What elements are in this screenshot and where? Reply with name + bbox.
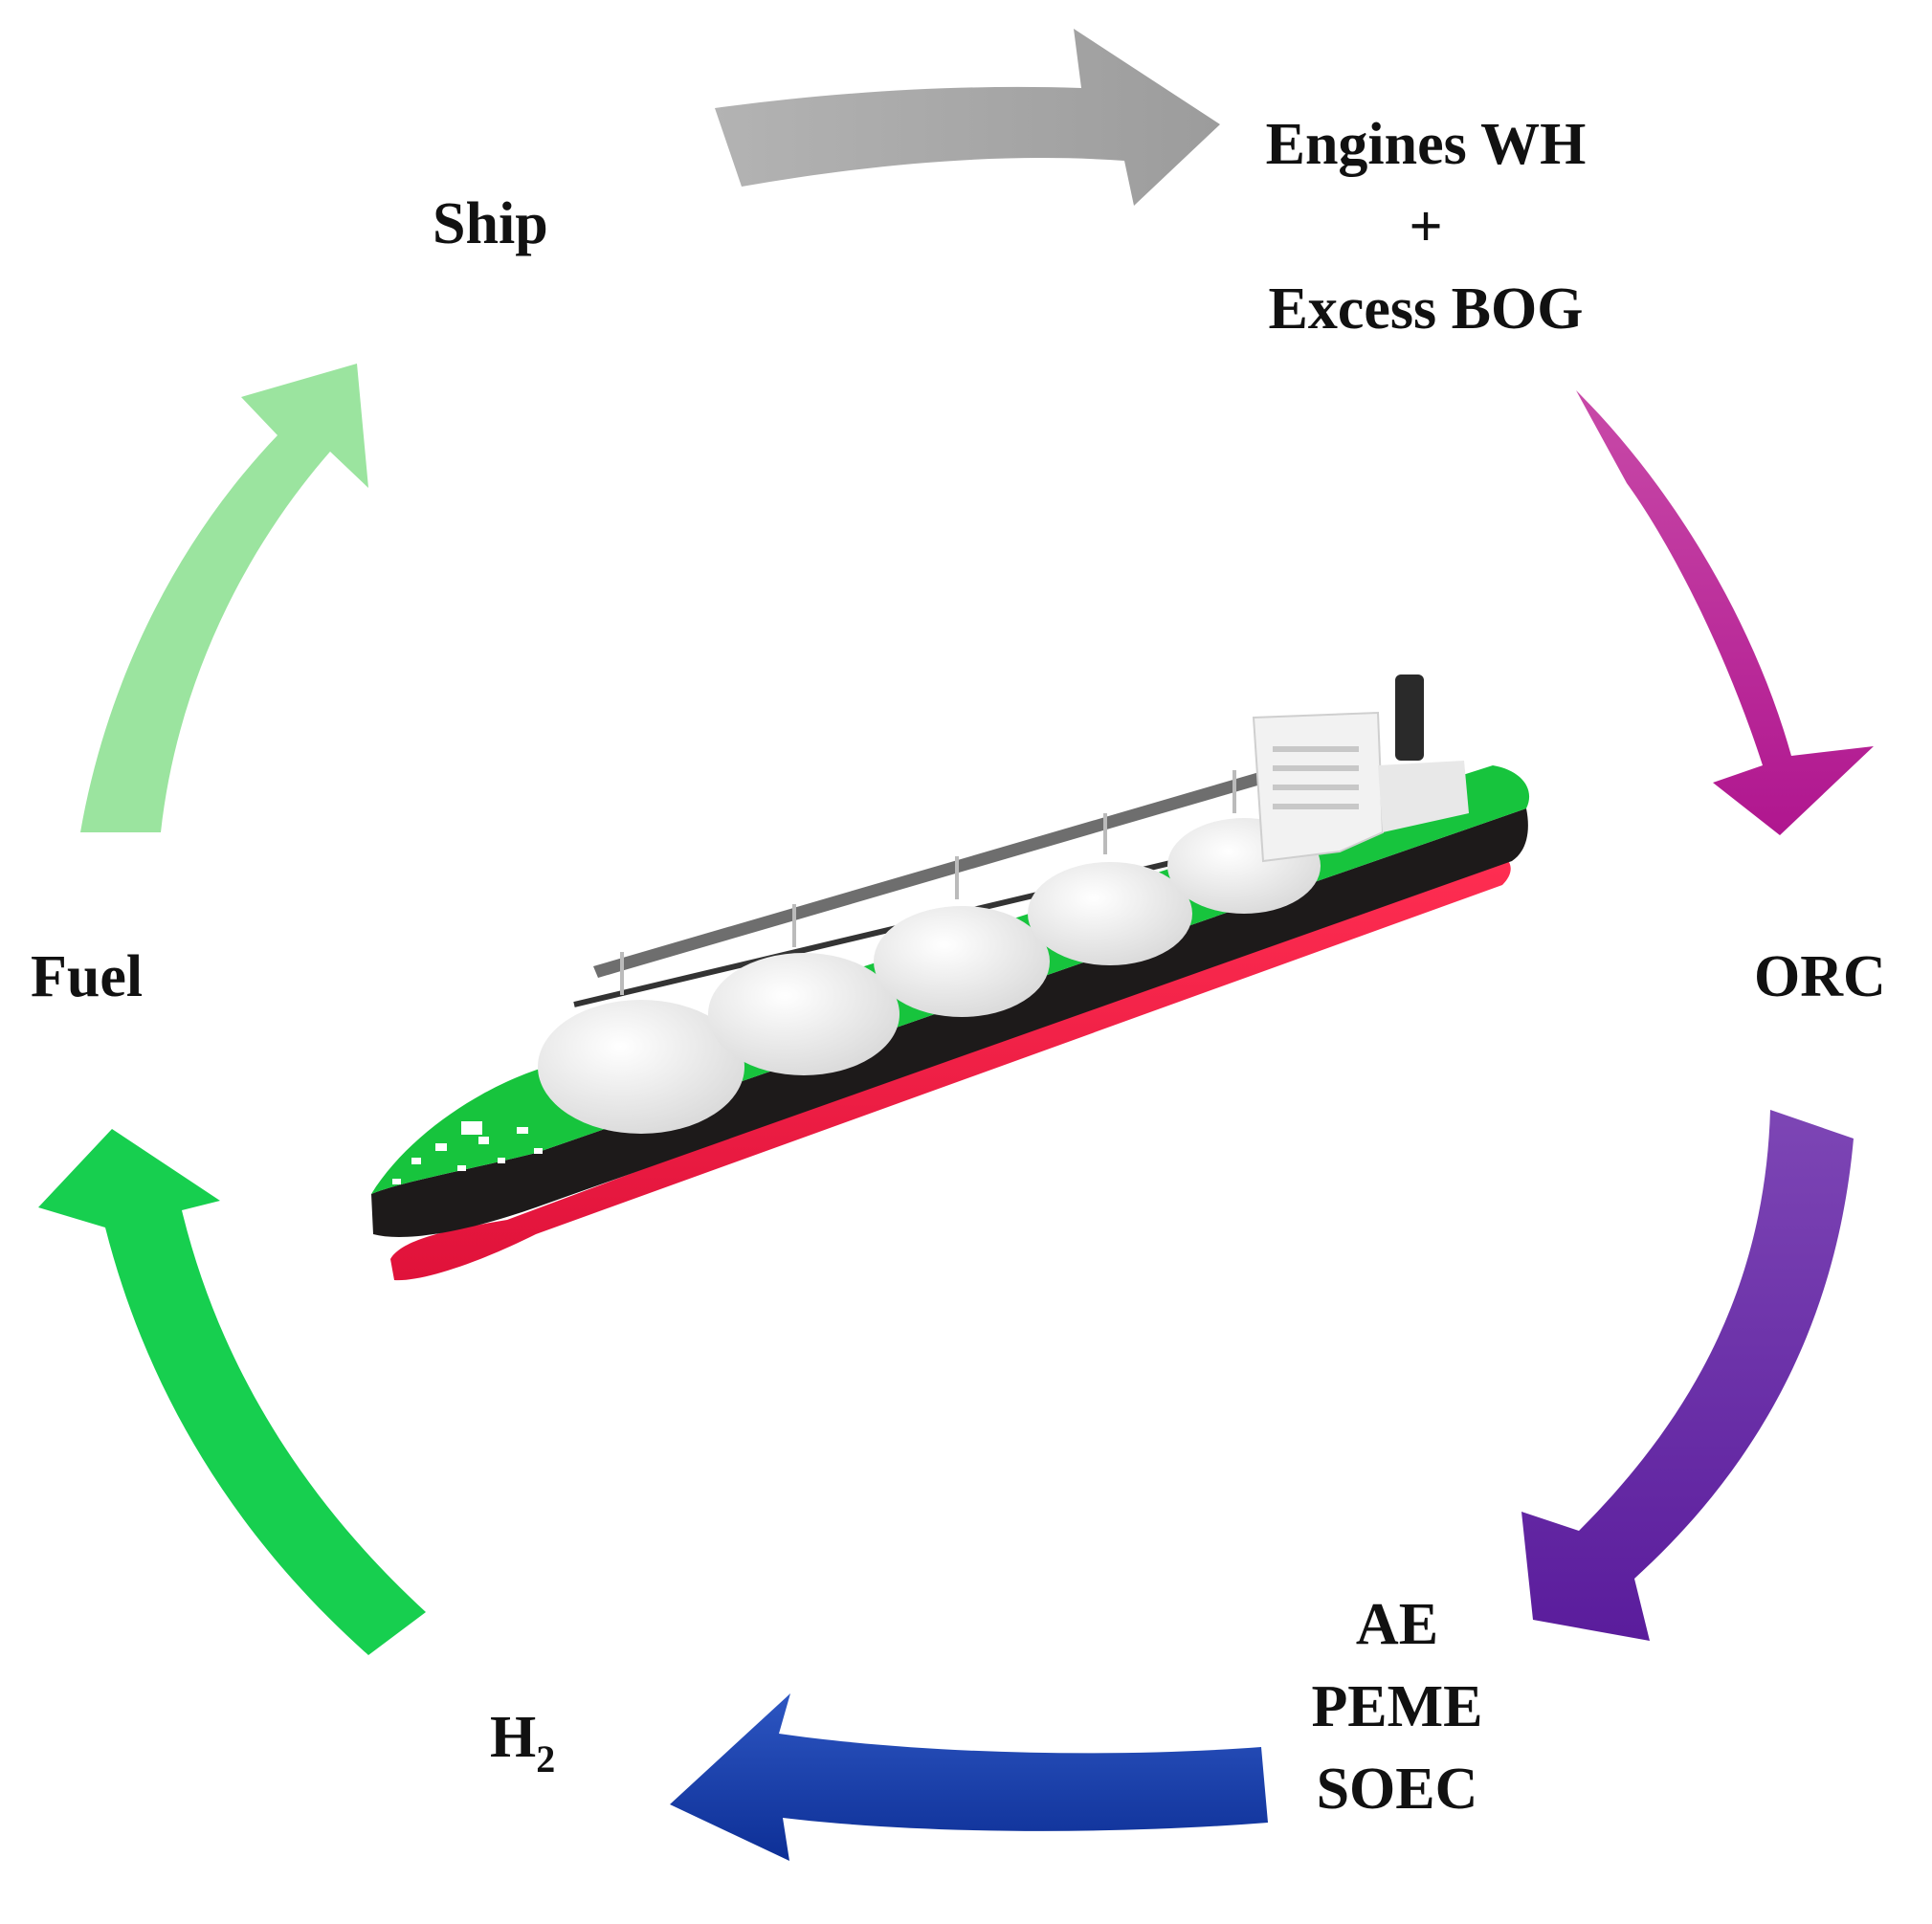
arrow-h2-to-fuel bbox=[38, 1129, 426, 1655]
solar-panels bbox=[593, 765, 1287, 978]
arrow-engines-to-orc bbox=[1576, 390, 1874, 835]
funnel bbox=[1395, 675, 1424, 761]
node-fuel-label: Fuel bbox=[31, 944, 144, 1009]
node-ship: Ship bbox=[433, 194, 548, 254]
node-fuel: Fuel bbox=[31, 947, 143, 1006]
arrow-ship-to-engines bbox=[715, 29, 1220, 206]
node-electrolyzers: AE PEME SOEC bbox=[1273, 1583, 1521, 1830]
arrow-orc-to-electrolyzers bbox=[1521, 1110, 1854, 1641]
node-engines-bog: Engines WH + Excess BOG bbox=[1225, 103, 1627, 350]
lng-tank-4 bbox=[1028, 862, 1192, 965]
node-h2: H2 bbox=[490, 1708, 555, 1779]
arrow-fuel-to-ship bbox=[80, 364, 368, 832]
h2-subscript: 2 bbox=[536, 1737, 556, 1780]
peme-label: PEME bbox=[1311, 1674, 1483, 1739]
engine-room-block bbox=[1378, 761, 1469, 832]
arrow-electrolyzers-to-h2 bbox=[670, 1693, 1268, 1861]
lng-tank-1 bbox=[538, 1000, 744, 1134]
bow-deck-details bbox=[392, 1121, 543, 1184]
lng-tank-3 bbox=[874, 906, 1050, 1017]
h2-base: H bbox=[490, 1705, 537, 1770]
soec-label: SOEC bbox=[1316, 1757, 1478, 1822]
bridge-windows bbox=[1273, 746, 1359, 809]
tank-masts bbox=[620, 770, 1236, 995]
lng-tank-2 bbox=[708, 953, 899, 1075]
node-ship-label: Ship bbox=[433, 191, 548, 256]
engines-wh-label: Engines WH bbox=[1265, 112, 1587, 177]
plus-sign: + bbox=[1409, 194, 1443, 259]
ae-label: AE bbox=[1355, 1592, 1439, 1657]
node-orc: ORC bbox=[1754, 947, 1886, 1006]
lng-carrier-ship-image bbox=[371, 675, 1530, 1281]
node-orc-label: ORC bbox=[1754, 944, 1886, 1009]
excess-bog-label: Excess BOG bbox=[1268, 276, 1584, 342]
